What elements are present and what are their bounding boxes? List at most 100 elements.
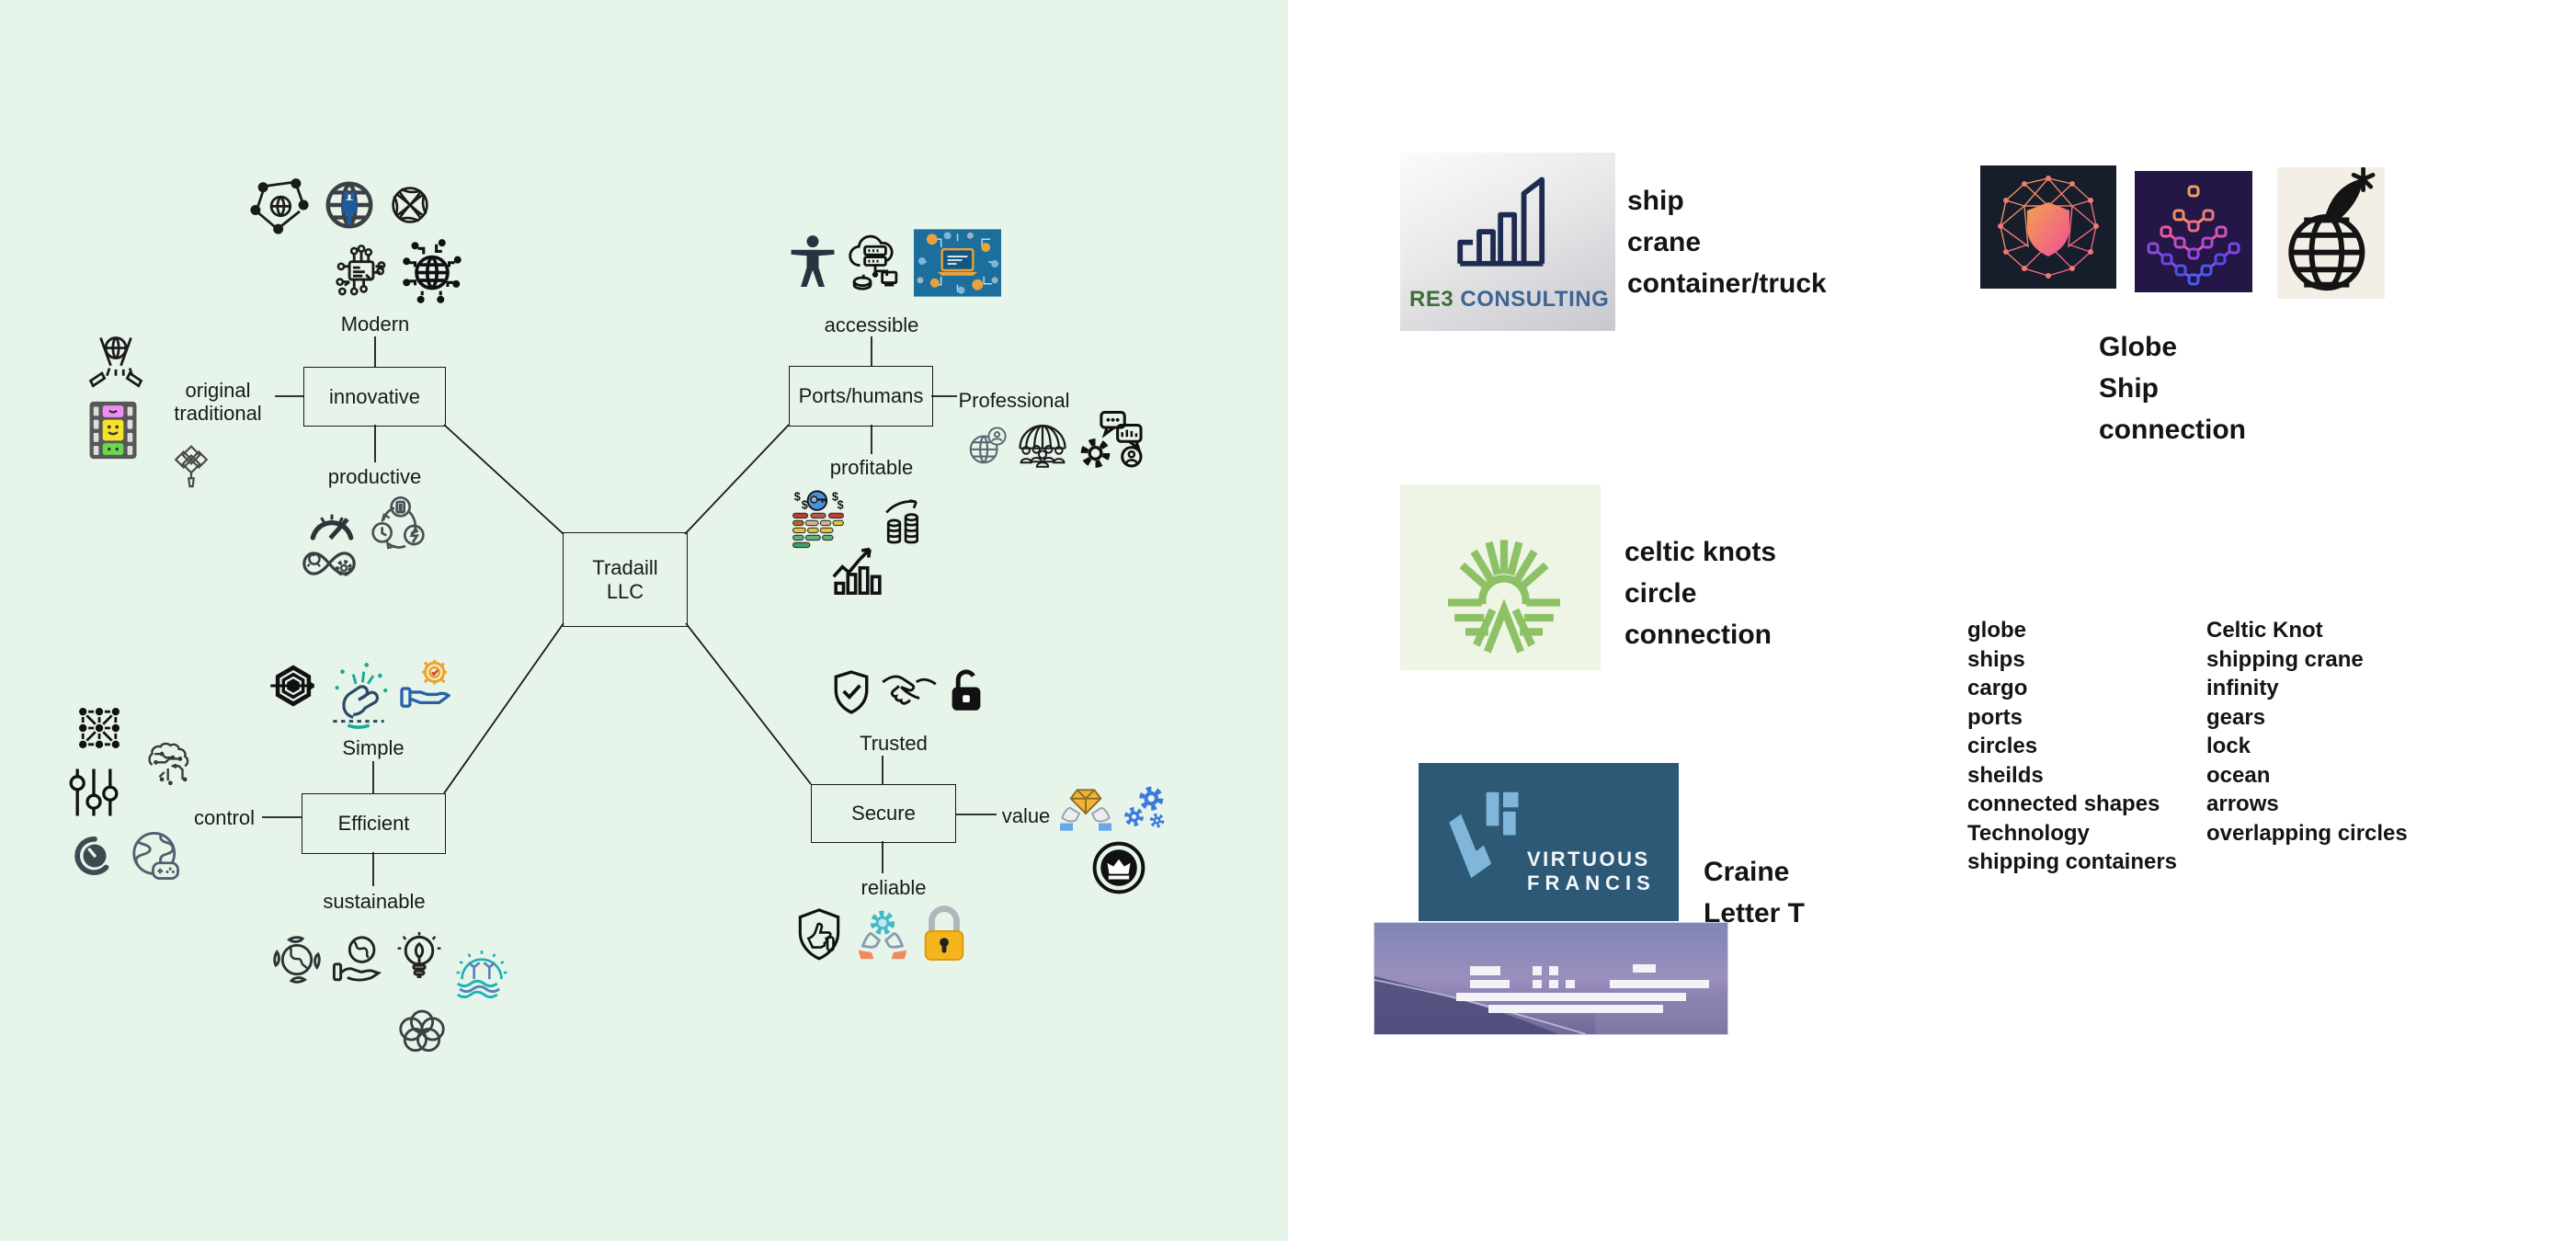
hand-earth-icon[interactable] <box>332 933 385 986</box>
people-dome-icon[interactable] <box>1016 414 1069 471</box>
crown-badge-icon[interactable] <box>1092 841 1146 894</box>
original-icon-hologram <box>83 333 149 393</box>
note-line: Craine <box>1704 857 1790 887</box>
eco-bulb-icon[interactable] <box>393 930 445 989</box>
svg-text:$: $ <box>832 491 838 504</box>
hex-maze-icon[interactable] <box>268 662 318 710</box>
wind-ocean-icon[interactable] <box>453 945 510 1000</box>
node-ports-humans[interactable]: Ports/humans <box>789 366 933 427</box>
note-line: Ship <box>2099 373 2159 404</box>
vf-brand-text: VIRTUOUS FRANCIS <box>1527 848 1656 895</box>
cloud-server-icon[interactable] <box>845 228 906 298</box>
accessibility-image-icon[interactable] <box>914 228 1001 298</box>
mindmap-board: Tradaill LLC innovative Ports/humans Eff… <box>0 0 1288 1241</box>
keyword: Celtic Knot <box>2206 618 2323 643</box>
globe-swoosh-logo[interactable] <box>2277 167 2385 299</box>
globe-circuit-icon[interactable] <box>398 237 466 305</box>
circuit-chip-icon[interactable] <box>333 243 390 300</box>
note-line: celtic knots <box>1624 537 1777 567</box>
label-original-traditional: original traditional <box>164 379 272 425</box>
note-line: container/truck <box>1627 268 1827 299</box>
profitable-icon-moneywall: $$$$ <box>789 484 848 552</box>
globe-swoosh-icon <box>2288 167 2376 291</box>
finger-snap-icon[interactable] <box>326 655 391 732</box>
vf-monogram-icon <box>1449 791 1519 879</box>
node-secure-label: Secure <box>851 802 916 825</box>
globe-plug-icon[interactable] <box>321 176 378 233</box>
label-reliable: reliable <box>861 876 927 899</box>
shield-check-icon[interactable] <box>830 666 872 719</box>
svg-text:$: $ <box>802 499 808 512</box>
node-company[interactable]: Tradaill LLC <box>563 532 688 627</box>
knob-icon[interactable] <box>72 833 118 879</box>
celtic-sun-icon <box>1448 540 1560 654</box>
keyword: ocean <box>2206 762 2271 788</box>
brain-circuit-icon[interactable] <box>140 738 199 791</box>
keyword: lock <box>2206 734 2251 758</box>
dots-chevron-logo[interactable] <box>2135 171 2252 292</box>
keyword: cargo <box>1967 676 2028 700</box>
network-globe-icon[interactable] <box>246 175 313 235</box>
lock-filled-icon[interactable] <box>946 664 986 721</box>
accessibility-person-icon[interactable] <box>789 230 837 296</box>
ocean-ship-image[interactable] <box>1373 922 1728 1035</box>
node-secure[interactable]: Secure <box>811 784 956 843</box>
coins-growth-icon[interactable] <box>883 496 925 550</box>
eco-globe-icon[interactable] <box>270 933 324 986</box>
shield-thumb-icon[interactable] <box>792 906 846 963</box>
lock-gold-icon[interactable] <box>919 904 969 966</box>
handshake-icon[interactable] <box>881 668 938 716</box>
productive-icons-row1 <box>303 495 427 553</box>
node-efficient[interactable]: Efficient <box>302 793 446 854</box>
globe-person-icon[interactable] <box>965 423 1008 471</box>
sliders-icon[interactable] <box>68 763 120 822</box>
task-cycle-icon[interactable] <box>369 495 427 553</box>
trusted-icons <box>830 664 986 721</box>
keyword: shipping containers <box>1967 849 2178 874</box>
control-icon-sliders <box>68 763 120 822</box>
keyword: Technology <box>1967 820 2090 846</box>
mesh-shield-logo[interactable] <box>1980 165 2116 289</box>
re3-consulting-logo[interactable]: RE3 CONSULTING <box>1400 153 1615 331</box>
virtuous-francis-logo[interactable]: VIRTUOUS FRANCIS <box>1419 763 1679 921</box>
modern-icons-row1 <box>246 175 434 235</box>
modern-icons-row2 <box>333 237 466 305</box>
globe-gamepad-icon[interactable] <box>127 827 184 884</box>
company-name-line2: LLC <box>606 579 644 603</box>
money-wall-icon[interactable]: $$$$ <box>789 484 848 552</box>
re3-brand-primary: RE3 <box>1409 287 1454 312</box>
hologram-globe-icon[interactable] <box>83 333 149 393</box>
circles-flower-icon[interactable] <box>393 1005 450 1058</box>
control-icon-gamepad <box>127 827 184 884</box>
node-efficient-label: Efficient <box>337 812 410 835</box>
label-modern: Modern <box>340 313 410 336</box>
gear-chat-icon[interactable] <box>1077 410 1144 471</box>
hands-gear-icon[interactable] <box>854 907 911 962</box>
gears-blue-icon[interactable] <box>1123 783 1168 831</box>
gear-hand-icon[interactable] <box>399 658 456 710</box>
speedometer-icon[interactable] <box>303 503 360 545</box>
label-sustainable: sustainable <box>323 890 426 913</box>
grid-network-icon[interactable] <box>74 702 125 754</box>
film-strip-icon[interactable] <box>86 399 140 461</box>
chinese-knot-icon[interactable] <box>171 438 211 492</box>
note-line: connection <box>1624 620 1772 650</box>
mesh-shield-icon <box>1998 176 2099 279</box>
infinity-gear-icon[interactable] <box>298 544 360 583</box>
reliable-icons <box>792 904 969 966</box>
label-profitable: profitable <box>829 456 914 479</box>
chart-growth-icon[interactable] <box>829 542 886 596</box>
note-line: crane <box>1627 227 1702 257</box>
globe-knot-icon[interactable] <box>386 181 434 229</box>
node-innovative[interactable]: innovative <box>303 367 446 427</box>
keyword: ships <box>1967 646 2025 672</box>
control-icon-knob <box>72 833 118 879</box>
hands-diamond-icon[interactable] <box>1057 781 1114 833</box>
keyword: globe <box>1967 618 2026 643</box>
note-line: Globe <box>2099 332 2178 362</box>
celtic-circle-logo[interactable] <box>1400 484 1601 670</box>
